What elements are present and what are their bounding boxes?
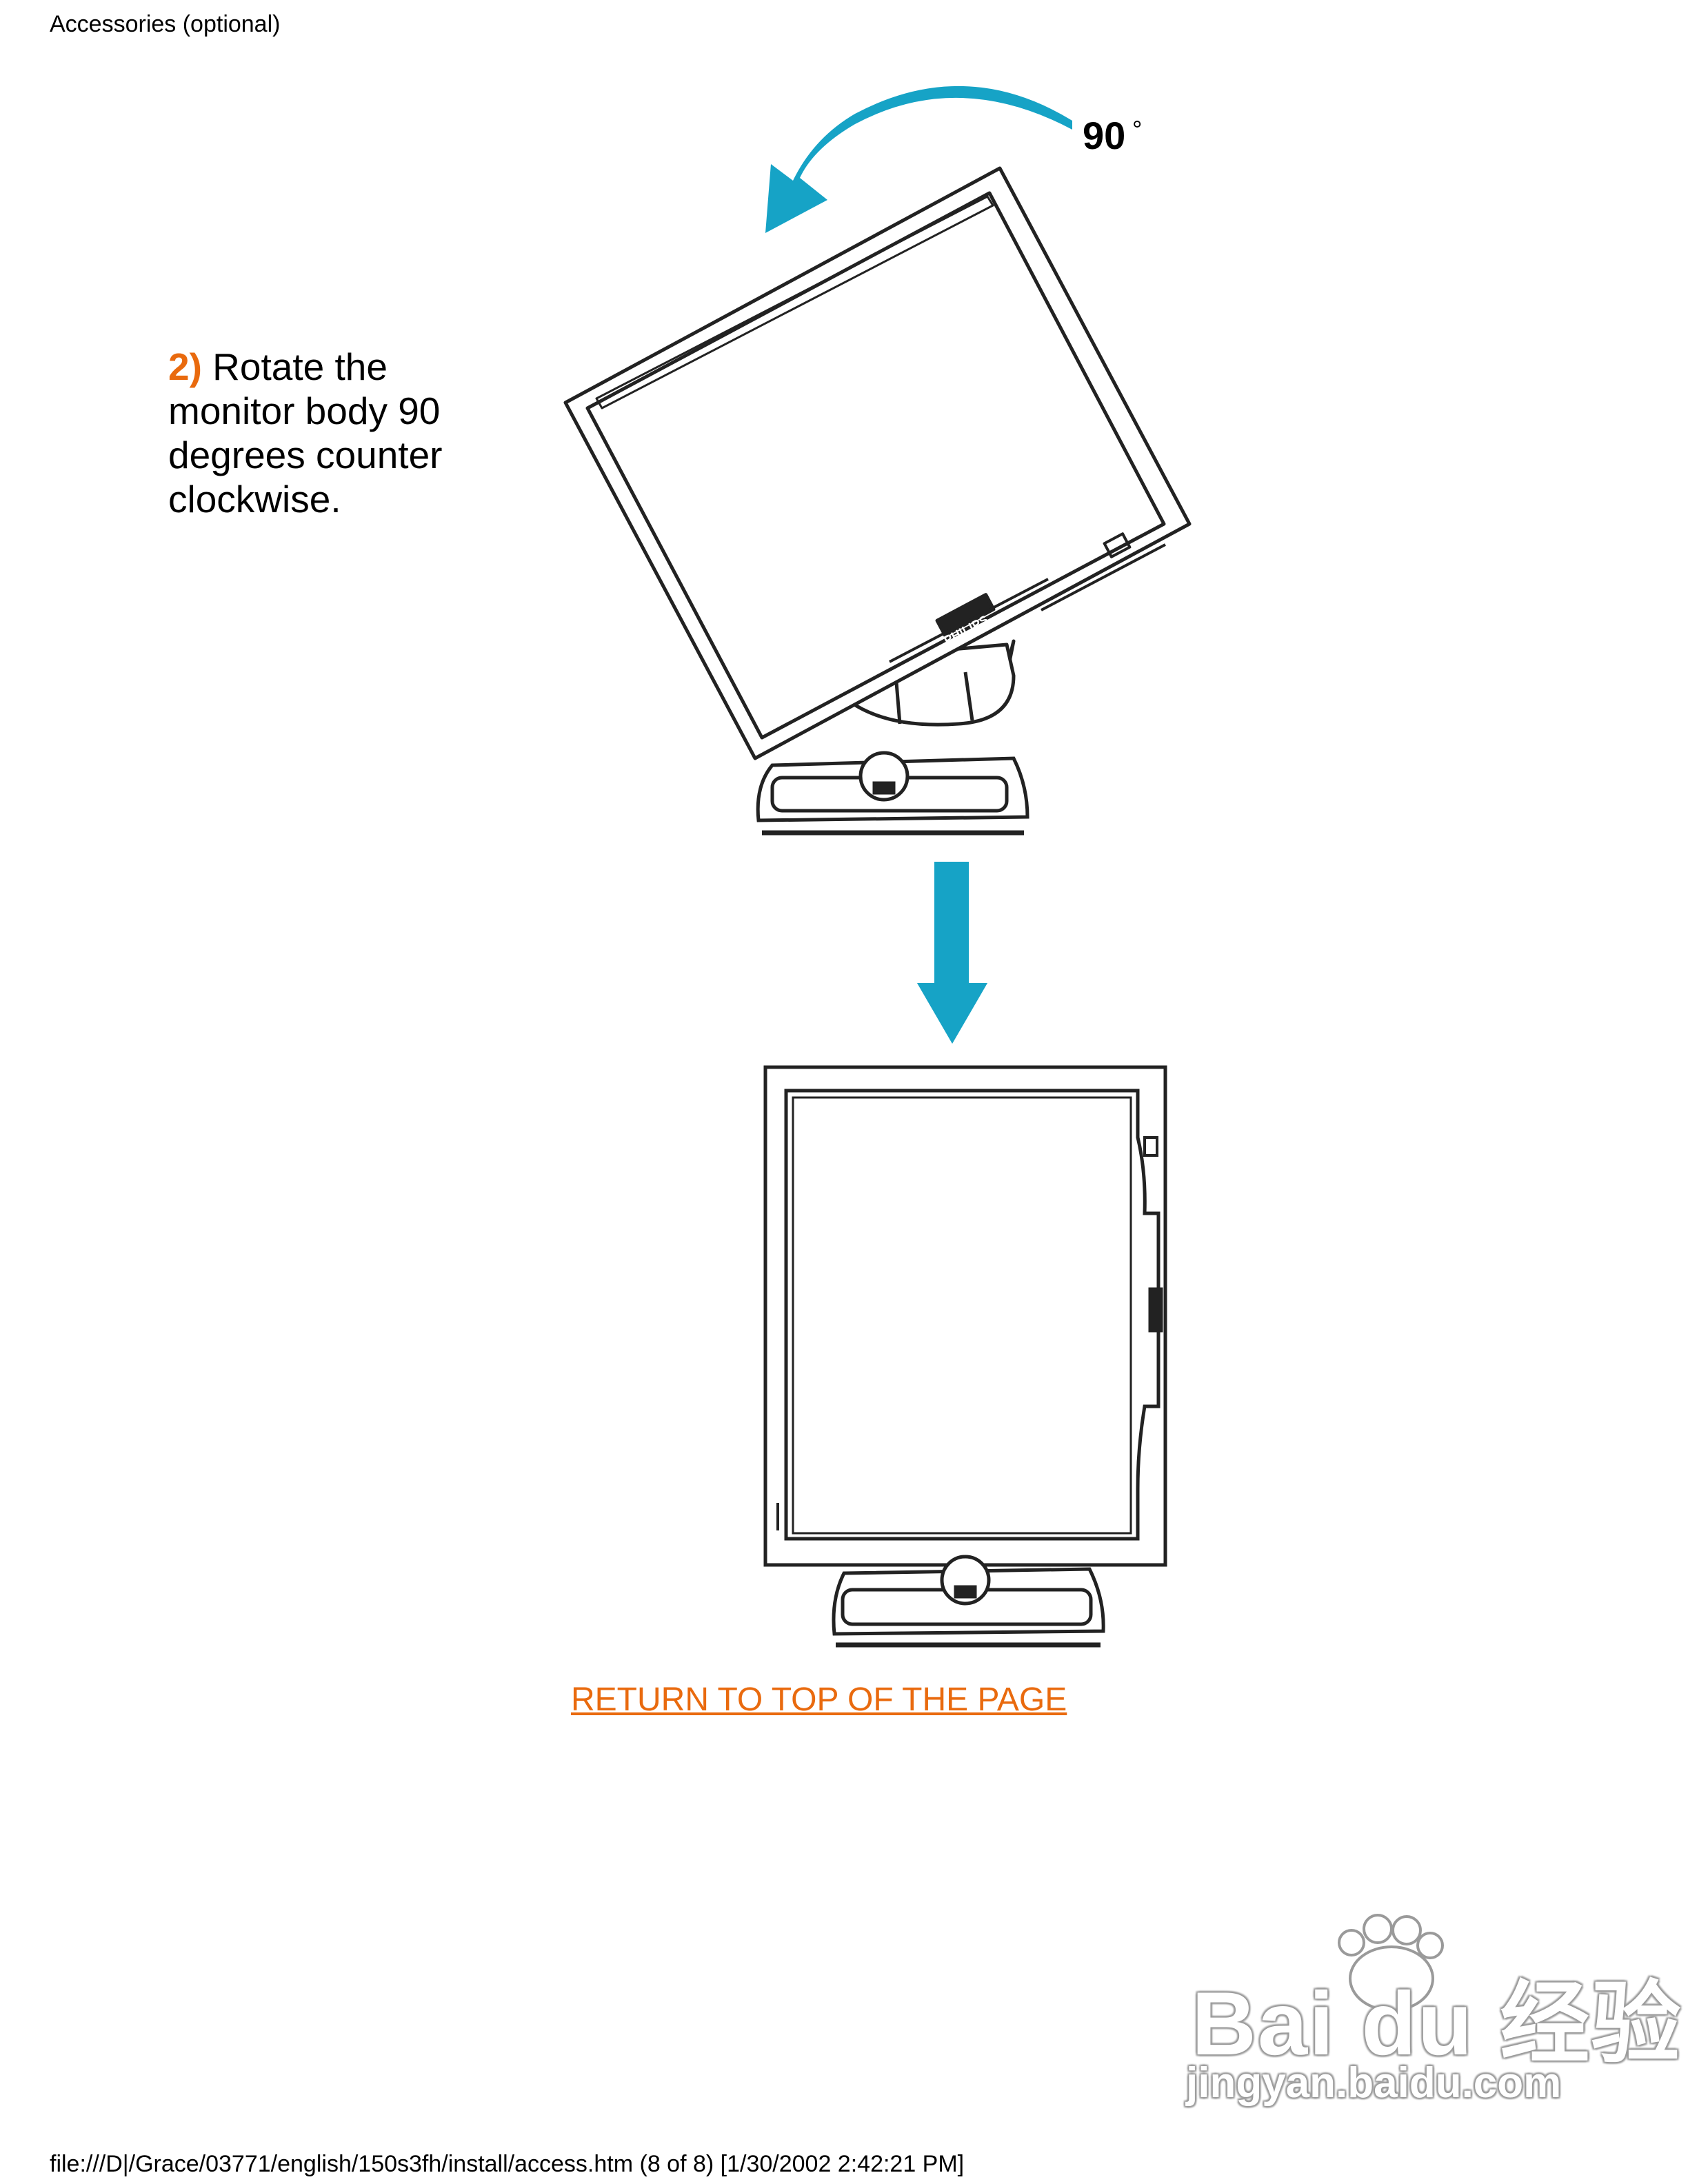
watermark-paw-icon xyxy=(1338,1914,1444,2012)
step-number: 2) xyxy=(168,345,202,388)
brand-logo-bottom: PHILIPS xyxy=(1174,1314,1185,1357)
down-arrow-icon xyxy=(917,862,987,1044)
rotation-arrow-icon xyxy=(765,85,1072,233)
footer-file-path: file:///D|/Grace/03771/english/150s3fh/i… xyxy=(50,2151,965,2177)
step-text: Rotate the monitor body 90 degrees count… xyxy=(168,345,443,520)
tilted-monitor xyxy=(563,166,1192,760)
portrait-monitor xyxy=(763,1065,1167,1567)
watermark-brand: Bai du 经验 xyxy=(1192,1973,1682,2074)
angle-label: 90 xyxy=(1083,114,1125,157)
watermark-url: jingyan.baidu.com xyxy=(1186,2059,1562,2107)
return-to-top-link[interactable]: RETURN TO TOP OF THE PAGE xyxy=(571,1681,1067,1718)
portrait-monitor-base xyxy=(832,1555,1105,1648)
degree-symbol: ° xyxy=(1132,115,1142,143)
tilted-monitor-base xyxy=(756,751,1029,836)
step-instruction: 2) Rotate the monitor body 90 degrees co… xyxy=(168,345,444,521)
page-header-title: Accessories (optional) xyxy=(50,11,281,37)
